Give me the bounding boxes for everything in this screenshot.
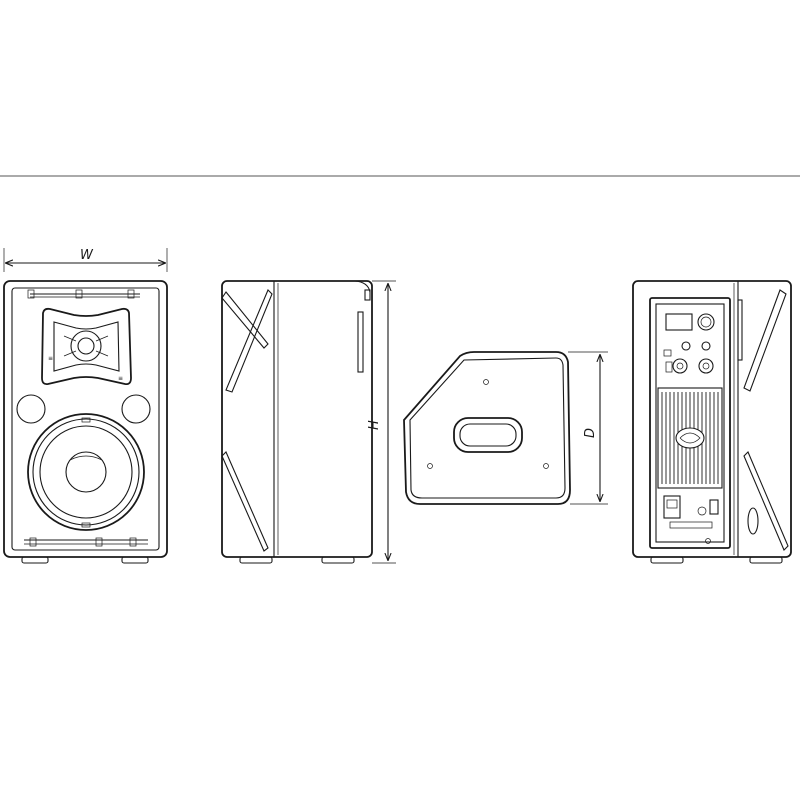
rear-view xyxy=(632,280,792,564)
height-label: H xyxy=(367,420,382,430)
monitor-cabinet xyxy=(403,351,571,505)
side-foot-left xyxy=(239,556,273,564)
side-foot-right xyxy=(321,556,355,564)
monitor-view xyxy=(403,351,571,505)
svg-text:≡: ≡ xyxy=(118,375,123,382)
front-cabinet xyxy=(3,280,168,558)
amp-knob xyxy=(697,313,715,331)
width-dimension: W xyxy=(3,248,168,272)
depth-dimension: D xyxy=(568,351,608,505)
rear-foot-left xyxy=(650,556,684,564)
front-foot-right xyxy=(121,556,149,564)
power-switch xyxy=(709,499,719,515)
side-view xyxy=(221,280,373,564)
rear-foot-right xyxy=(749,556,783,564)
woofer xyxy=(27,413,145,531)
bass-port-left xyxy=(16,394,46,424)
horn-tweeter: ≡ ≡ xyxy=(41,307,132,386)
front-view: W ≡ ≡ xyxy=(3,248,168,564)
depth-label: D xyxy=(583,428,598,438)
amp-display xyxy=(665,313,693,331)
width-label: W xyxy=(80,248,94,263)
monitor-handle xyxy=(453,417,523,453)
front-foot-left xyxy=(21,556,49,564)
side-cabinet xyxy=(221,280,373,558)
bass-port-right xyxy=(121,394,151,424)
input-connectors xyxy=(665,358,714,374)
svg-text:≡: ≡ xyxy=(48,355,53,362)
rear-grip-slot xyxy=(747,507,759,535)
heatsink xyxy=(657,387,723,489)
amp-panel xyxy=(649,297,731,549)
rear-cabinet xyxy=(632,280,792,558)
height-dimension: H xyxy=(367,280,396,564)
power-inlet xyxy=(663,495,681,519)
